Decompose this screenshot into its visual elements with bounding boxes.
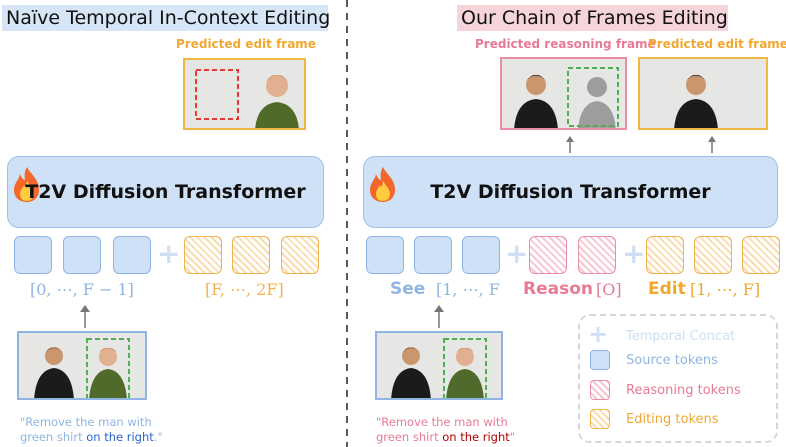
left-source-range: [0, ⋯, F − 1] (30, 280, 134, 299)
edit-label: Edit (648, 279, 686, 299)
fire-icon (14, 167, 39, 202)
right-edit-token-1 (646, 236, 684, 274)
section-divider (346, 0, 348, 447)
reason-label: Reason (523, 279, 593, 299)
right-reasoning-token-2 (578, 236, 616, 274)
left-predicted-edit-frame (183, 58, 306, 130)
left-source-token-3 (113, 236, 151, 274)
left-caption-part-c: ." (153, 430, 163, 444)
legend-editing-swatch (590, 409, 610, 429)
legend-reasoning-swatch (590, 380, 610, 400)
left-caption-line-1: "Remove the man with (20, 415, 152, 429)
reasoning-output-arrow-icon (566, 136, 574, 153)
left-plus-icon: + (157, 237, 181, 270)
see-label: See (390, 279, 426, 299)
left-edit-range: [F, ⋯, 2F] (205, 280, 284, 299)
right-source-token-2 (414, 236, 452, 274)
edit-range: [1, ⋯, F] (690, 280, 761, 299)
see-range: [1, ⋯, F (436, 280, 500, 299)
right-source-token-3 (462, 236, 500, 274)
left-caption-part-b: on the right (86, 430, 154, 444)
right-source-token-1 (366, 236, 404, 274)
left-edit-token-2 (232, 236, 270, 274)
right-caption-line-1: "Remove the man with (376, 415, 508, 429)
legend-temporal-concat: Temporal Concat (626, 329, 736, 344)
right-up-arrow-icon (434, 305, 444, 328)
right-title: Our Chain of Frames Editing (457, 5, 728, 31)
right-plus-icon-1: + (505, 237, 529, 270)
legend-box: + Temporal Concat Source tokens Reasonin… (578, 314, 778, 443)
reason-range: [O] (596, 280, 622, 299)
legend-reasoning-tokens: Reasoning tokens (626, 383, 741, 398)
left-edit-token-3 (281, 236, 319, 274)
right-predicted-edit-frame (638, 57, 768, 130)
legend-source-swatch (590, 350, 610, 370)
left-up-arrow-icon (80, 305, 90, 328)
left-transformer-label: T2V Diffusion Transformer (25, 181, 306, 203)
left-caption-part-a: green shirt (20, 430, 87, 444)
right-reasoning-frame-label: Predicted reasoning frame (475, 37, 656, 51)
right-reasoning-token-1 (529, 236, 567, 274)
right-source-frame (375, 331, 503, 400)
right-transformer-label: T2V Diffusion Transformer (430, 181, 711, 203)
right-caption-part-a: green shirt (376, 430, 443, 444)
right-edit-token-3 (742, 236, 780, 274)
left-source-frame (17, 331, 147, 400)
right-instruction-caption: "Remove the man with green shirt on the … (376, 415, 515, 445)
right-caption-part-b: on the right (442, 430, 510, 444)
left-instruction-caption: "Remove the man with green shirt on the … (20, 415, 163, 445)
left-source-token-1 (14, 236, 52, 274)
temporal-concat-plus-icon: + (588, 320, 609, 348)
left-edit-frame-label: Predicted edit frame (176, 37, 316, 51)
legend-source-tokens: Source tokens (626, 353, 718, 368)
left-title: Naïve Temporal In-Context Editing (2, 5, 330, 31)
left-edit-token-1 (184, 236, 222, 274)
right-caption-part-c: " (509, 430, 516, 444)
right-edit-frame-label: Predicted edit frame (648, 37, 786, 51)
left-t2v-transformer-block: T2V Diffusion Transformer (7, 156, 324, 228)
right-reasoning-frame (500, 57, 627, 130)
left-source-token-2 (63, 236, 101, 274)
right-plus-icon-2: + (622, 237, 646, 270)
fire-icon (370, 167, 395, 202)
edit-output-arrow-icon (708, 136, 716, 153)
right-edit-token-2 (694, 236, 732, 274)
right-t2v-transformer-block: T2V Diffusion Transformer (363, 156, 778, 228)
legend-editing-tokens: Editing tokens (626, 412, 719, 427)
